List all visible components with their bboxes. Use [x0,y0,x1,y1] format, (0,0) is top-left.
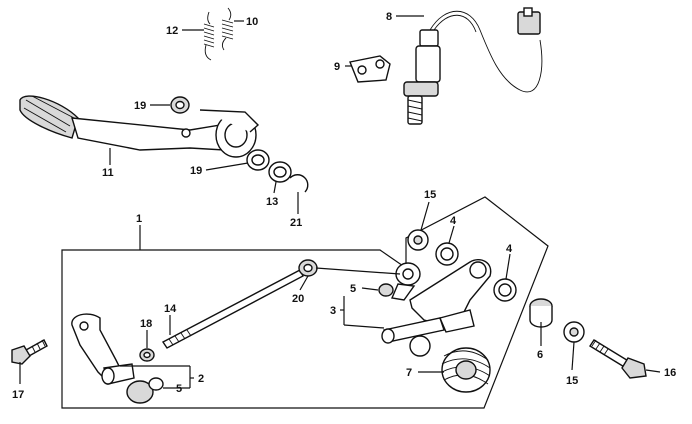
washer-13 [268,161,292,183]
nut-20 [298,259,318,277]
callout-19-lower: 19 [190,165,202,177]
bolt-16 [589,339,647,379]
washer-19-lower [246,149,270,171]
callout-9: 9 [334,61,340,73]
bracket-9 [349,55,391,83]
spring-12 [203,11,215,61]
assembly-outline [61,196,549,409]
callout-11: 11 [102,167,114,179]
joint-5-left [126,377,164,404]
bolt-17 [11,339,48,365]
callout-18: 18 [140,318,152,330]
callout-17: 17 [12,389,24,401]
washer-15-upper [407,229,429,251]
callout-4-upper: 4 [450,215,457,227]
callout-20: 20 [292,293,304,305]
washer-15-lower [563,321,585,343]
switch-8 [403,7,543,125]
leader-lines [19,15,661,389]
callout-21: 21 [290,217,302,229]
callout-15-upper: 15 [424,189,436,201]
shift-arm-2 [71,313,135,385]
callout-13: 13 [266,196,278,208]
collar-4-upper [435,242,459,266]
callout-14: 14 [164,303,177,315]
callout-16: 16 [664,367,676,379]
shift-rod-14 [161,269,304,349]
callout-4-right: 4 [506,243,513,255]
callout-5-upper: 5 [350,283,356,295]
callout-19-upper: 19 [134,100,146,112]
callout-labels: 8 9 10 12 19 19 11 13 21 1 15 4 4 20 5 3… [12,11,676,401]
callout-10: 10 [246,16,258,28]
callout-12: 12 [166,25,178,37]
spring-10 [221,7,234,51]
washer-19-upper [170,96,190,114]
callout-8: 8 [386,11,392,23]
callout-1: 1 [136,213,142,225]
shift-pedal-11 [19,95,260,158]
callout-3: 3 [330,305,336,317]
callout-6: 6 [537,349,543,361]
nut-18 [139,348,155,362]
callout-7: 7 [406,367,412,379]
shift-arm-3 [378,258,492,357]
collar-4-right [493,278,517,302]
callout-2: 2 [198,373,204,385]
circlip-21 [289,174,309,193]
callout-5-lower: 5 [176,383,182,395]
spring-7 [441,347,491,393]
callout-15-lower: 15 [566,375,578,387]
